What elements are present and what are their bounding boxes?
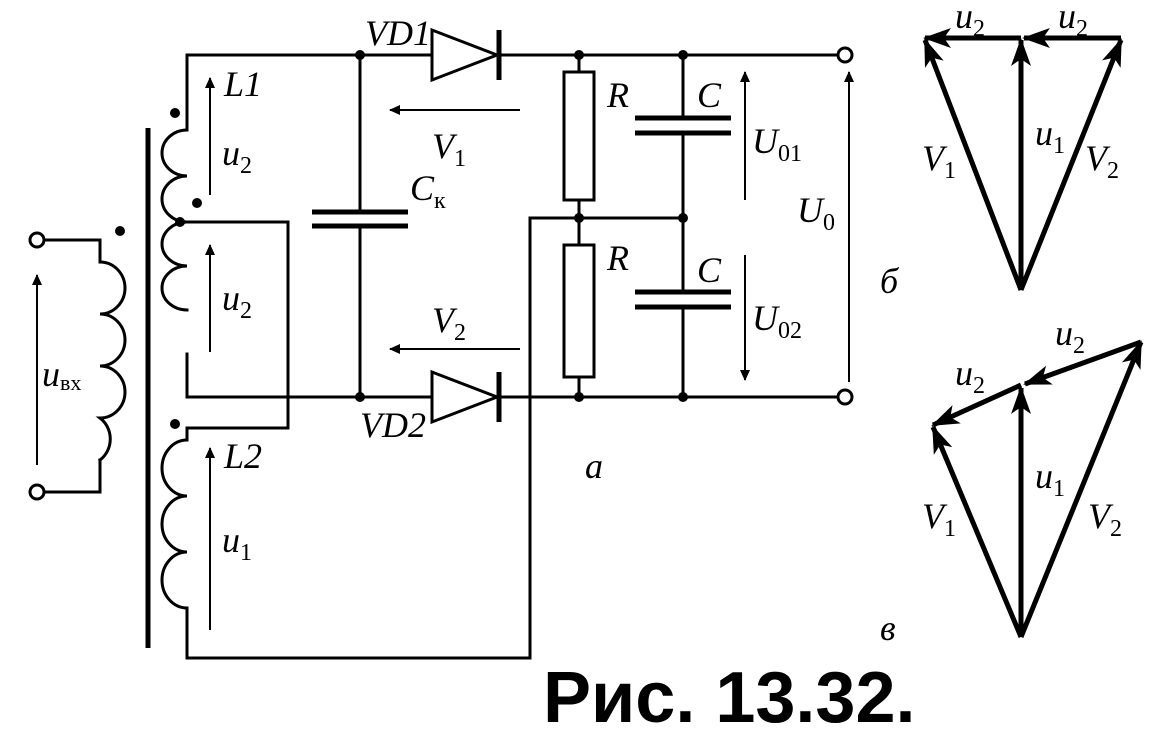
label-ck: C [410, 168, 435, 208]
label-v2: V [432, 300, 458, 340]
label-u01-sub: 01 [778, 141, 802, 167]
label-u2-top: u [222, 133, 240, 173]
label-l2: L2 [223, 436, 262, 476]
label-vd2: VD2 [360, 405, 426, 445]
label-vd1: VD1 [365, 13, 431, 53]
label-uvx: u [42, 354, 60, 394]
b-tag: б [880, 261, 900, 301]
diode-vd2 [430, 369, 502, 425]
label-v2-sub: 2 [454, 320, 466, 346]
v-label-v1-sub: 1 [944, 516, 956, 542]
svg-text:u2: u2 [955, 353, 985, 399]
label-v1: V [432, 126, 458, 166]
svg-text:V2: V2 [1088, 496, 1122, 542]
svg-text:V1: V1 [432, 126, 466, 172]
label-u1: u [222, 520, 240, 560]
label-v1-sub: 1 [454, 146, 466, 172]
b-label-u2-left: u [955, 0, 973, 36]
label-u01: U [752, 121, 780, 161]
v-label-u1: u [1035, 456, 1053, 496]
svg-text:u1: u1 [1035, 456, 1065, 502]
b-label-v1-sub: 1 [944, 158, 956, 184]
label-u2-top-sub: 2 [240, 153, 252, 179]
svg-text:V2: V2 [432, 300, 466, 346]
svg-text:u2: u2 [955, 0, 985, 42]
label-r-bottom: R [606, 238, 629, 278]
label-u1-sub: 1 [240, 540, 252, 566]
label-u0-sub: 0 [823, 210, 835, 236]
label-u2-mid: u [222, 278, 240, 318]
svg-text:V1: V1 [922, 138, 956, 184]
label-part-a: a [585, 446, 603, 486]
vector-diagram-v: u2 u2 u1 V1 V2 в [880, 313, 1144, 648]
svg-text:Cк: Cк [410, 168, 446, 214]
svg-text:V1: V1 [922, 496, 956, 542]
label-u2-mid-sub: 2 [240, 298, 252, 324]
label-ck-sub: к [434, 188, 446, 214]
svg-text:u2: u2 [222, 133, 252, 179]
winding-l1-a [160, 128, 189, 224]
input-terminals [28, 231, 102, 501]
v-label-v1: V [922, 496, 948, 536]
output-terminal-bottom [836, 388, 854, 406]
v-tag: в [880, 608, 896, 648]
b-label-v1: V [922, 138, 948, 178]
label-c-top: C [697, 75, 722, 115]
label-c-bottom: C [697, 250, 722, 290]
primary-winding [95, 260, 127, 463]
label-l1: L1 [223, 64, 262, 104]
label-u02-sub: 02 [778, 318, 802, 344]
v-label-u2-right: u [1055, 313, 1073, 353]
capacitor-c-bottom [635, 216, 731, 402]
label-r-top: R [606, 75, 629, 115]
resistor-r-bottom [562, 243, 596, 402]
b-label-v2: V [1085, 138, 1111, 178]
svg-text:u2: u2 [1058, 0, 1088, 42]
v-label-u2-left-sub: 2 [973, 373, 985, 399]
b-label-u2-left-sub: 2 [973, 16, 985, 42]
winding-l2 [160, 438, 189, 610]
v-label-v2: V [1088, 496, 1114, 536]
resistor-r-top [562, 50, 596, 247]
svg-text:V2: V2 [1085, 138, 1119, 184]
figure-caption: Рис. 13.32. [543, 658, 916, 738]
label-uvx-sub: вх [60, 370, 81, 395]
b-label-u1-sub: 1 [1053, 133, 1065, 159]
svg-text:u2: u2 [1055, 313, 1085, 359]
output-terminal-top [836, 46, 854, 64]
svg-text:U01: U01 [752, 121, 802, 167]
circuit-schematic: VD1 VD2 L1 L2 u2 u2 u1 uвх Cк V1 V2 R R … [28, 13, 854, 660]
b-label-u2-right-sub: 2 [1076, 16, 1088, 42]
svg-text:u2: u2 [222, 278, 252, 324]
label-u0: U [797, 190, 825, 230]
label-u02: U [752, 298, 780, 338]
b-label-v2-sub: 2 [1107, 158, 1119, 184]
vector-diagram-b: u2 u2 u1 V1 V2 б [880, 0, 1124, 301]
v-label-u2-right-sub: 2 [1073, 333, 1085, 359]
capacitor-ck [312, 50, 408, 402]
b-label-u2-right: u [1058, 0, 1076, 36]
v-label-u2-left: u [955, 353, 973, 393]
diode-vd1 [430, 27, 502, 83]
svg-text:U02: U02 [752, 298, 802, 344]
b-label-u1: u [1035, 113, 1053, 153]
svg-text:uвх: uвх [42, 354, 81, 395]
svg-text:U0: U0 [797, 190, 835, 236]
winding-l1-b [160, 220, 189, 312]
v-label-u1-sub: 1 [1053, 476, 1065, 502]
svg-text:u1: u1 [222, 520, 252, 566]
svg-text:u1: u1 [1035, 113, 1065, 159]
capacitor-c-top [635, 50, 731, 220]
v-label-v2-sub: 2 [1110, 516, 1122, 542]
